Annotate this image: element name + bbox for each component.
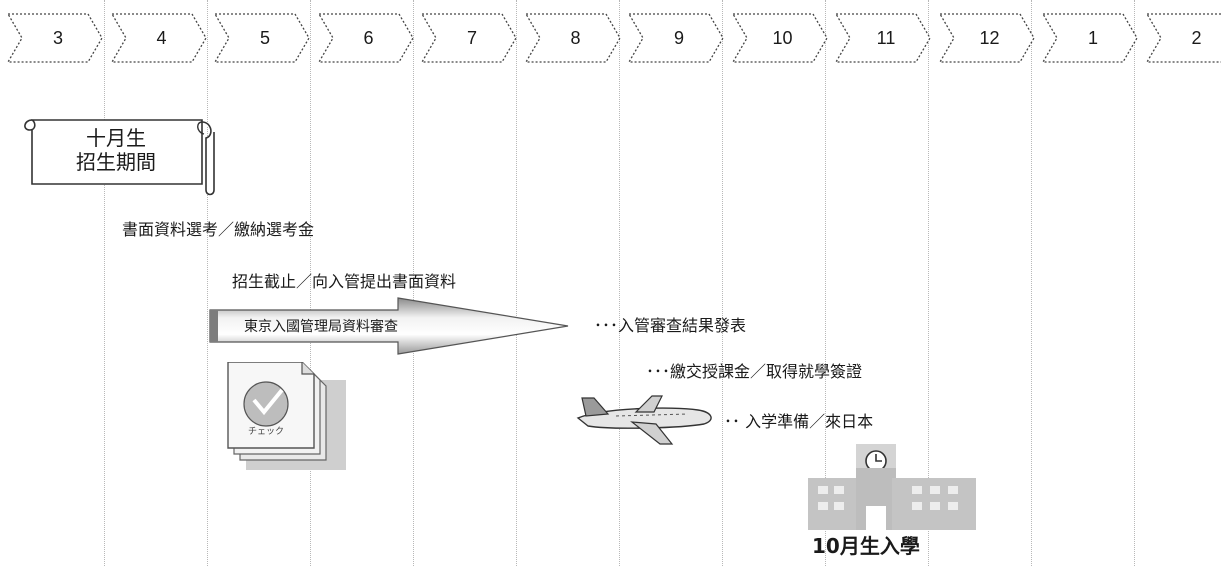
month-label: 12 (979, 27, 1000, 48)
month-chevron: 10 (731, 12, 831, 64)
immigration-review-arrow (209, 297, 569, 355)
month-divider (722, 0, 723, 566)
enrollment-caption: 10月生入學 (812, 534, 920, 558)
note-screening: 書面資料選考／繳納選考金 (122, 220, 315, 239)
month-chevron: 7 (420, 12, 520, 64)
recruitment-period-scroll: 十月生 招生期間 (14, 114, 220, 198)
month-label: 11 (876, 27, 896, 48)
month-label: 3 (52, 27, 63, 48)
month-chevron: 4 (110, 12, 210, 64)
month-label: 9 (673, 27, 684, 48)
note-deadline: 招生截止／向入管提出書面資料 (232, 272, 457, 291)
document-check-icon: チェック (227, 362, 346, 470)
month-label: 1 (1087, 27, 1098, 48)
scroll-text: 十月生 招生期間 (56, 126, 176, 174)
month-divider (825, 0, 826, 566)
scroll-line-1: 十月生 (86, 126, 146, 150)
month-label: 5 (259, 27, 270, 48)
documents-stamp-text: チェック (248, 426, 284, 437)
month-chevron: 6 (317, 12, 417, 64)
month-chevron: 11 (834, 12, 934, 64)
month-label: 7 (466, 27, 477, 48)
month-chevron: 12 (938, 12, 1038, 64)
month-divider (207, 0, 208, 566)
month-chevron: 9 (627, 12, 727, 64)
month-divider (1134, 0, 1135, 566)
month-chevron: 1 (1041, 12, 1141, 64)
school-building-icon (808, 444, 976, 530)
month-label: 10 (772, 27, 793, 48)
note-prep: ･･ 入学準備／來日本 (724, 412, 874, 431)
month-divider (413, 0, 414, 566)
month-label: 6 (363, 27, 374, 48)
airplane-icon (576, 395, 712, 445)
month-chevron: 8 (524, 12, 624, 64)
month-divider (928, 0, 929, 566)
month-divider (310, 0, 311, 566)
note-result: ･･･入管審查結果發表 (594, 316, 747, 335)
month-divider (516, 0, 517, 566)
month-chevron: 5 (213, 12, 313, 64)
month-divider (1031, 0, 1032, 566)
month-chevron: 2 (1145, 12, 1221, 64)
scroll-banner-icon (24, 119, 215, 196)
month-divider (104, 0, 105, 566)
month-label: 8 (570, 27, 581, 48)
month-chevron: 3 (6, 12, 106, 64)
month-label: 4 (156, 27, 167, 48)
scroll-line-2: 招生期間 (76, 150, 156, 174)
note-tuition: ･･･繳交授課金／取得就學簽證 (646, 362, 863, 381)
month-divider (619, 0, 620, 566)
month-label: 2 (1191, 27, 1202, 48)
immigration-review-label: 東京入國管理局資料審查 (244, 319, 398, 335)
